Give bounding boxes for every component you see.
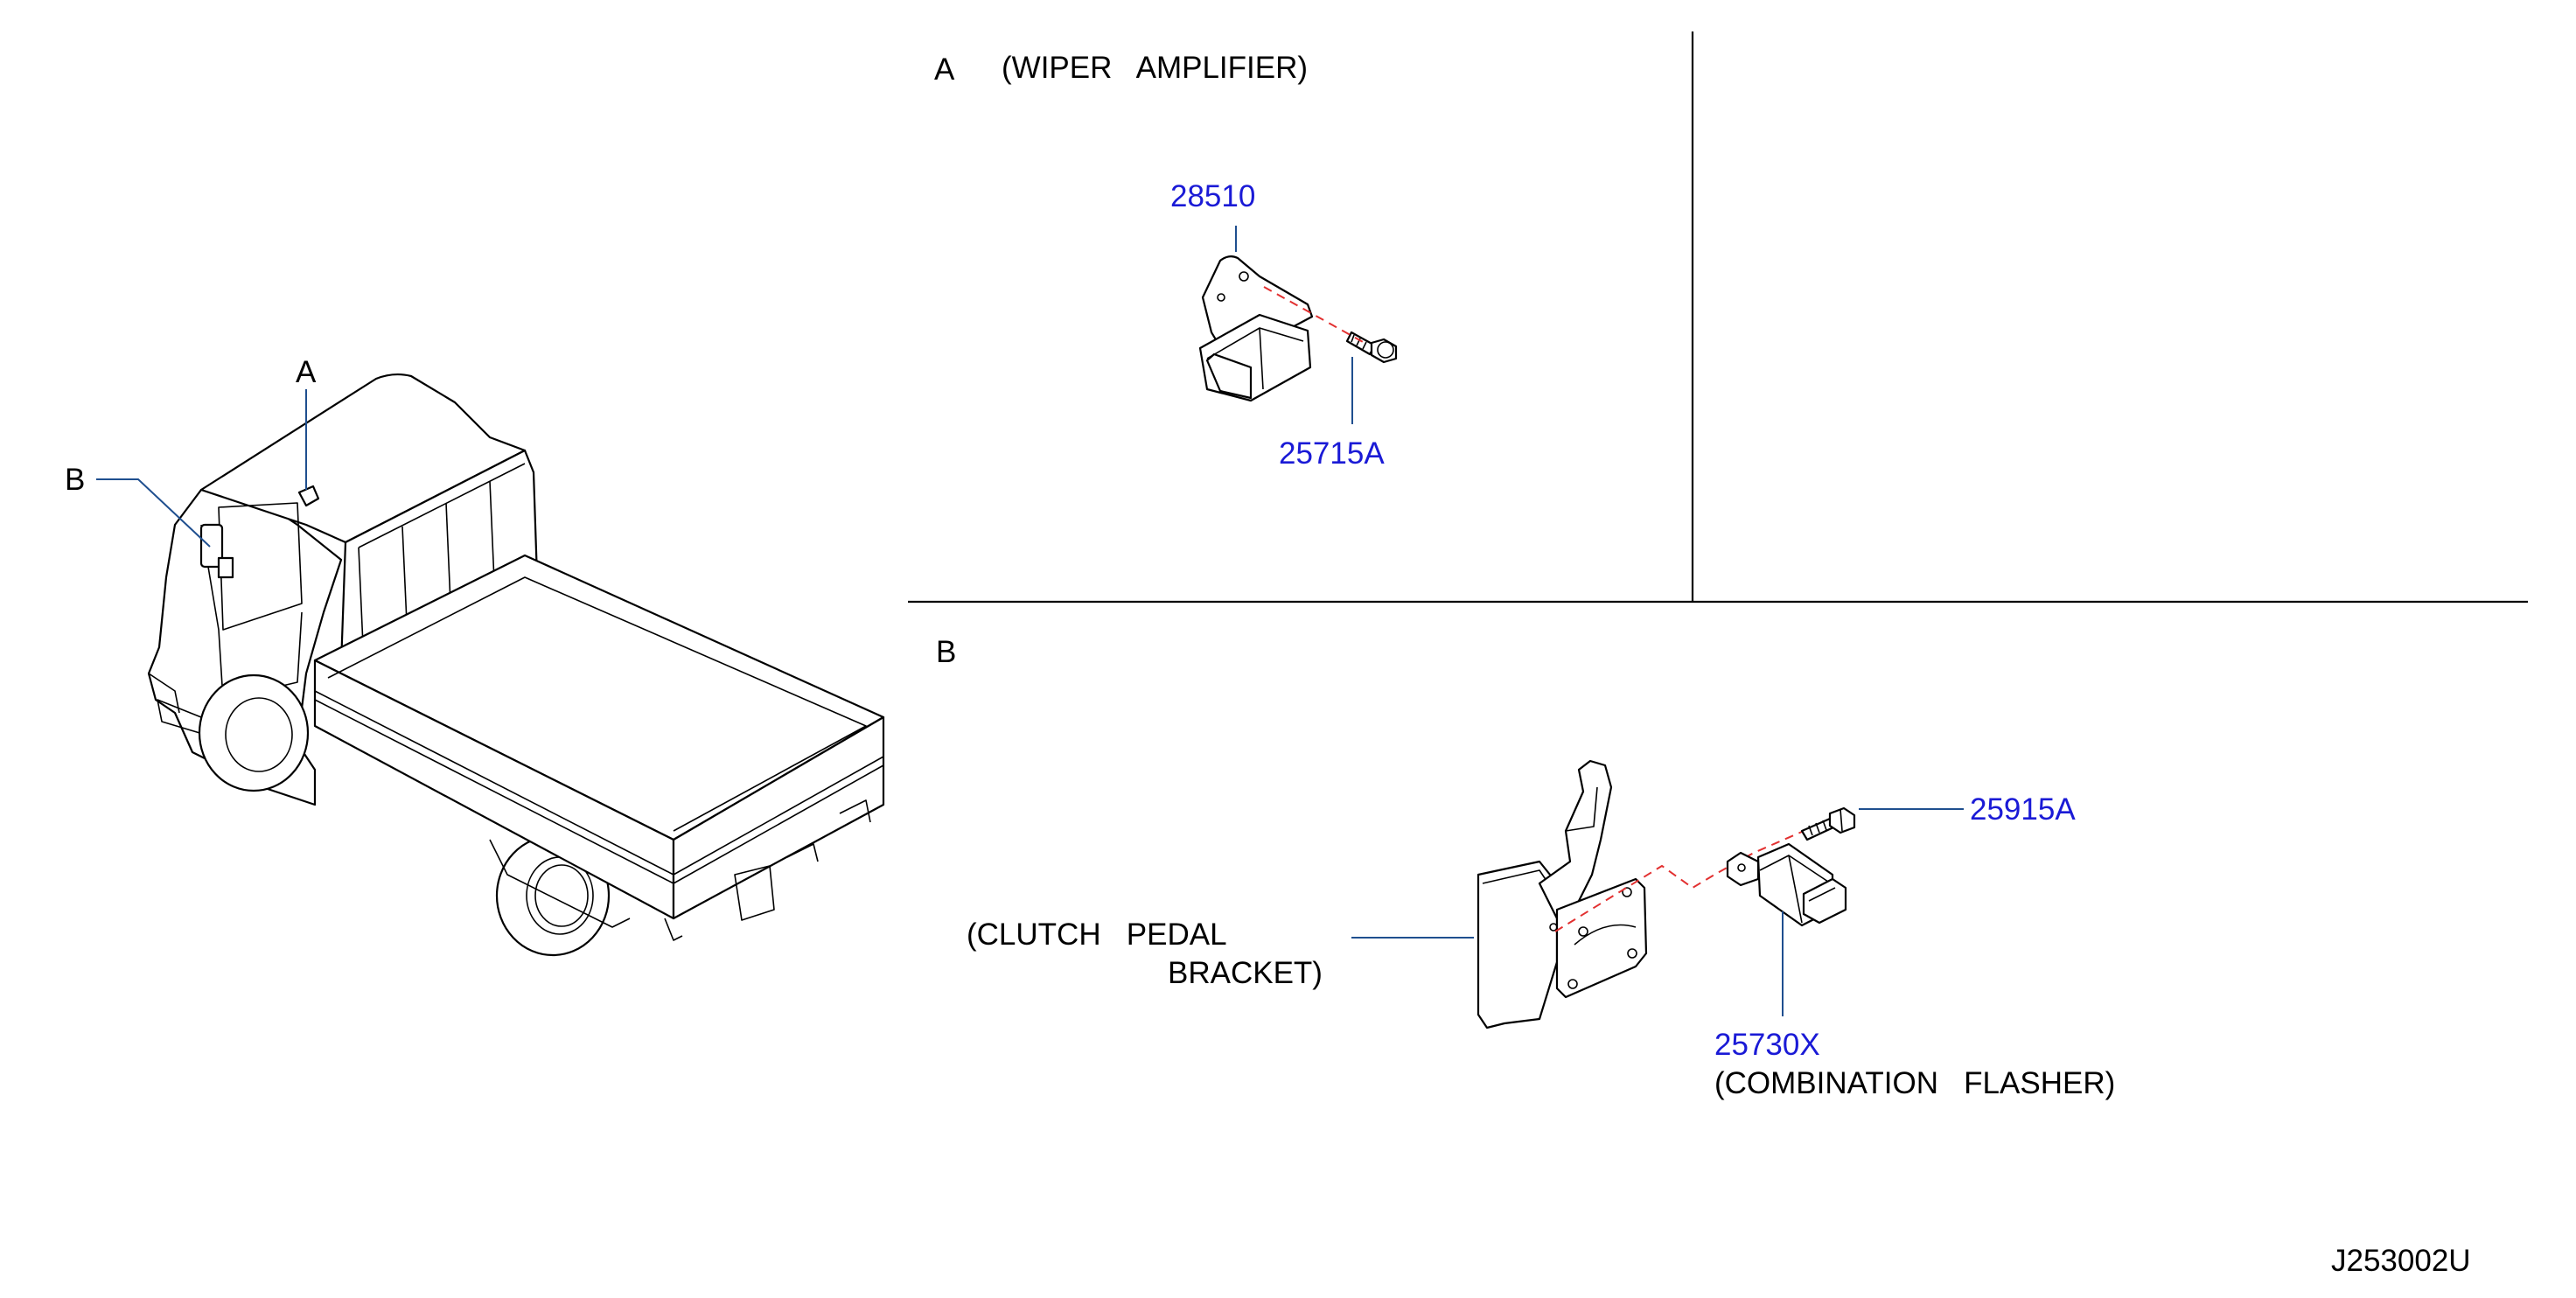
- section-a-letter: A: [934, 52, 955, 87]
- bracket-plate: [1476, 860, 1559, 1029]
- panel-frame: [908, 31, 2528, 604]
- flasher-centerline: [1554, 821, 1825, 932]
- part-number-25715a[interactable]: 25715A: [1279, 436, 1385, 471]
- amplifier-bolt: [1345, 331, 1398, 364]
- side-mirror: [199, 523, 224, 569]
- part-number-28510[interactable]: 28510: [1170, 179, 1255, 213]
- clutch-pedal-bracket-drawing: [1351, 759, 1964, 1029]
- section-a-title: (WIPER AMPLIFIER): [1002, 51, 1308, 85]
- roof-component: [297, 485, 320, 507]
- part-number-25915a[interactable]: 25915A: [1970, 792, 2076, 827]
- section-b-letter: B: [936, 635, 956, 669]
- combination-flasher-label: (COMBINATION FLASHER): [1714, 1066, 2115, 1100]
- amplifier-centerline: [1263, 286, 1365, 344]
- clutch-bracket-label-line1: (CLUTCH PEDAL: [967, 918, 1227, 952]
- truck-illustration: [96, 373, 885, 957]
- part-number-25730x[interactable]: 25730X: [1714, 1028, 1820, 1062]
- combination-flasher-relay: [1726, 842, 1847, 927]
- callout-b-label: B: [65, 463, 85, 497]
- wiper-amplifier-drawing: [1198, 226, 1398, 424]
- cargo-bed-tailgate: [672, 715, 885, 920]
- drawing-id: J253002U: [2331, 1244, 2471, 1278]
- flasher-bolt: [1800, 806, 1856, 841]
- door-window: [218, 502, 303, 631]
- callout-b-leader: [96, 478, 211, 548]
- clutch-bracket-label-line2: BRACKET): [1168, 956, 1323, 990]
- callout-a-label: A: [296, 355, 317, 389]
